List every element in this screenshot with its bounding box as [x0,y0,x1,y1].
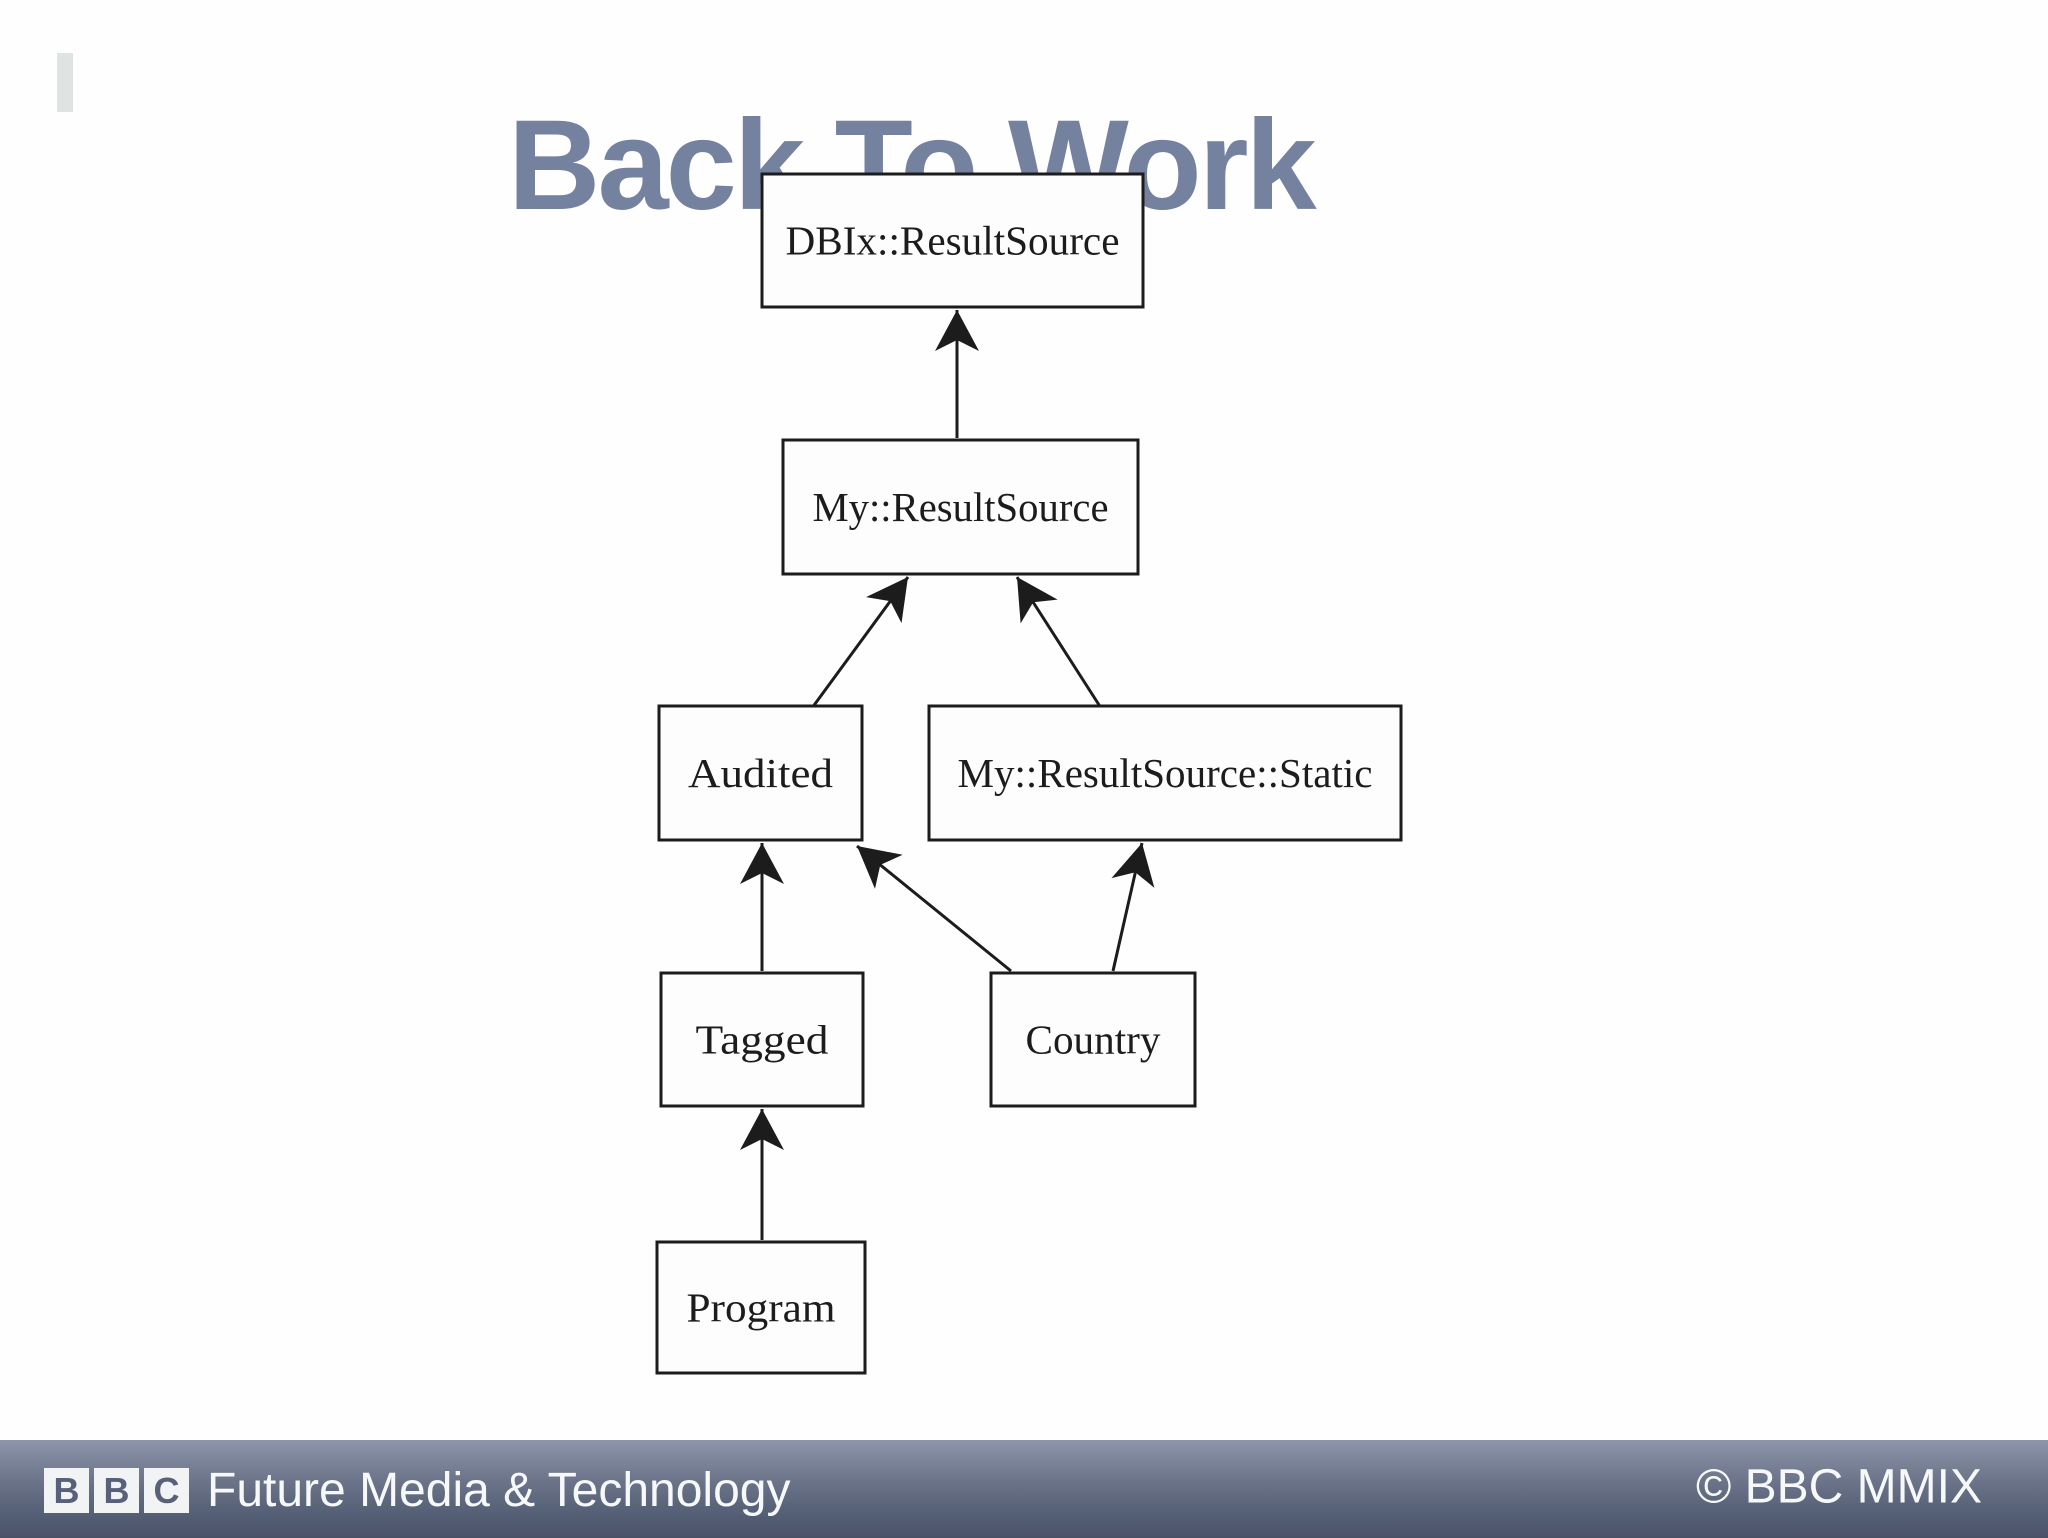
node-box-my-resultsource-static [927,704,1403,842]
slide-corner-mark [57,53,73,112]
node-box-program [655,1240,867,1375]
diagram-nodes: DBIx::ResultSourceMy::ResultSourceAudite… [655,172,1403,1375]
node-label-tagged: Tagged [696,1017,829,1063]
bbc-logo-letter-2: B [94,1467,139,1513]
node-label-my-resultsource: My::ResultSource [813,484,1109,530]
edge-audited-to-my-resultsource [810,576,910,709]
bbc-logo-letter-1: B [44,1467,89,1513]
bbc-logo: B B C [44,1467,189,1513]
footer-bar: B B C Future Media & Technology © BBC MM… [0,1440,2048,1538]
footer-copyright: © BBC MMIX [1695,1460,1982,1514]
bbc-logo-letter-3: C [144,1467,189,1513]
footer-department-label: Future Media & Technology [207,1463,791,1517]
node-label-audited: Audited [688,750,833,796]
edge-country-to-my-resultsource-static [1111,842,1155,972]
diagram-edges [740,310,1155,1240]
node-box-my-resultsource [781,438,1140,576]
node-box-tagged [659,971,865,1108]
node-label-program: Program [687,1285,836,1331]
node-box-dbix-resultsource [760,172,1145,309]
edge-country-to-audited [856,844,1012,973]
edge-my-resultsource-static-to-my-resultsource [1015,576,1103,709]
node-label-my-resultsource-static: My::ResultSource::Static [958,750,1373,796]
node-box-country [989,971,1197,1108]
node-label-dbix-resultsource: DBIx::ResultSource [786,218,1120,264]
node-box-audited [657,704,864,842]
node-label-country: Country [1026,1017,1161,1063]
